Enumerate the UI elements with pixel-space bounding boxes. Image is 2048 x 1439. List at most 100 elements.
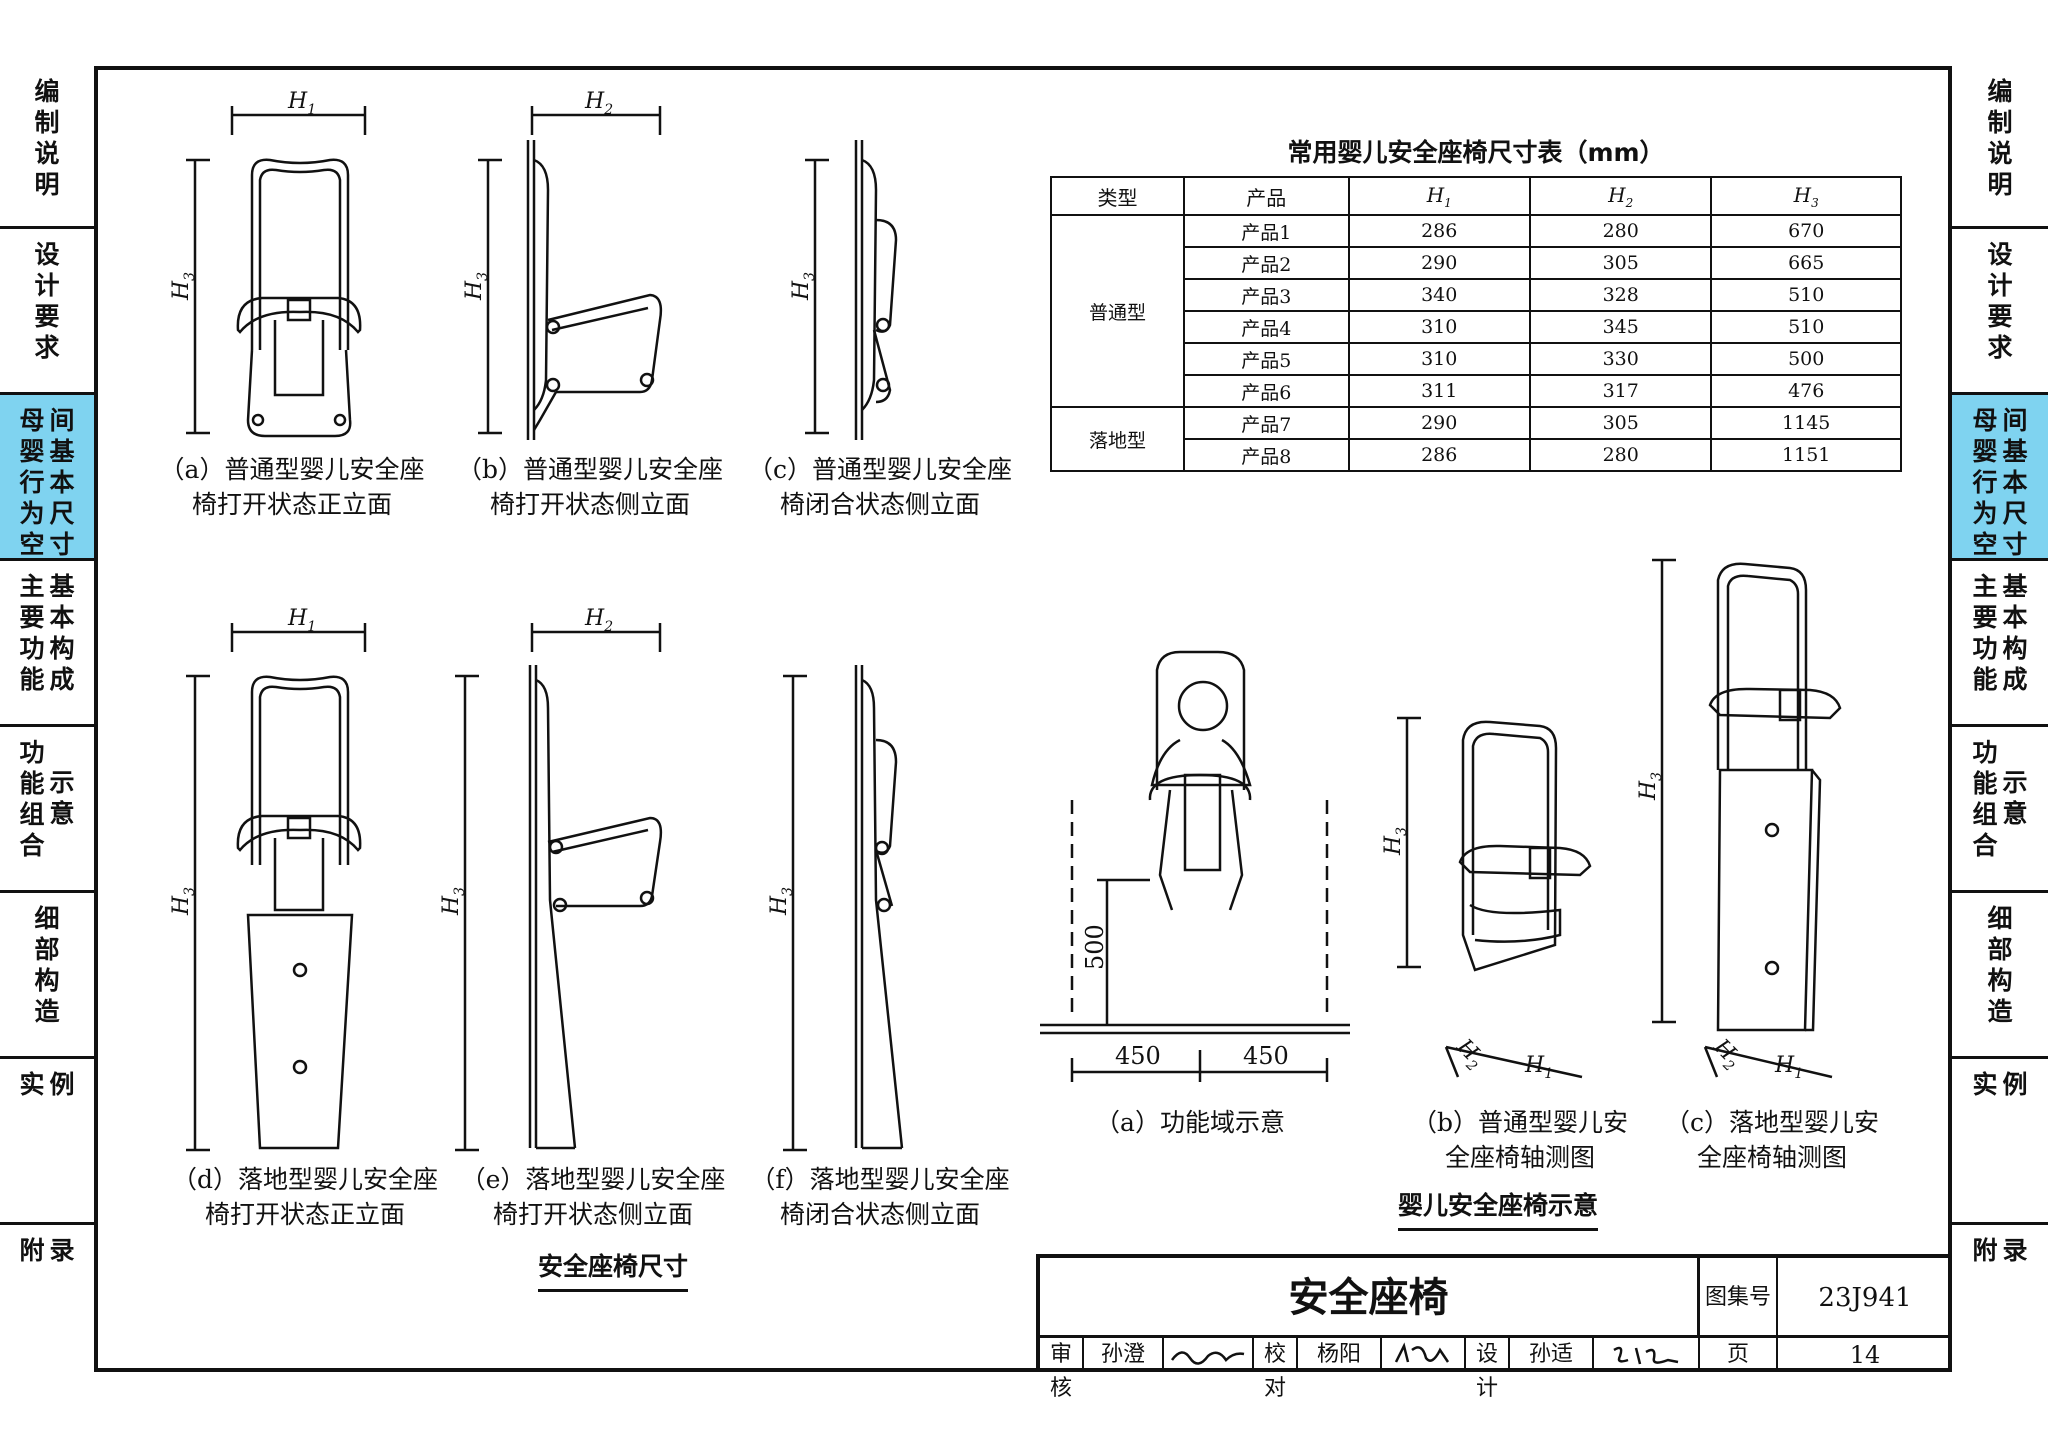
right-nav-tab-1[interactable]: 编制说明 xyxy=(1952,66,2048,229)
dim-h1-usage-c: H1 xyxy=(1774,1053,1803,1082)
table-cell: 286 xyxy=(1347,438,1531,472)
design-label: 设计 xyxy=(1466,1338,1510,1401)
table-cell: 产品2 xyxy=(1183,246,1350,280)
type-cell: 普通型 xyxy=(1049,214,1186,408)
table-cell: 1151 xyxy=(1710,438,1902,472)
elevation-e-side-floor-open xyxy=(455,623,663,1152)
left-nav-tab-label: 例 xyxy=(49,1070,75,1099)
usage-c-floor-axonometric xyxy=(1652,558,1842,1079)
right-nav-tab-label: 基本构成 xyxy=(2002,572,2028,694)
type-cell: 落地型 xyxy=(1049,406,1186,472)
left-nav: 编制说明设计要求母婴行为空间基本尺寸主要功能基本构成功能组合示意细部构造实例附录 xyxy=(0,66,94,1372)
reviewer-signature xyxy=(1164,1338,1254,1372)
left-nav-tab-label: 示意 xyxy=(49,768,75,828)
right-nav-tab-6[interactable]: 细部构造 xyxy=(1952,893,2048,1059)
left-nav-tab-2[interactable]: 设计要求 xyxy=(0,229,94,395)
table-cell: 290 xyxy=(1347,246,1531,280)
left-nav-tab-5[interactable]: 功能组合示意 xyxy=(0,727,94,893)
caption-f: （f）落地型婴儿安全座椅闭合状态侧立面 xyxy=(750,1165,1010,1229)
table-cell: 310 xyxy=(1347,342,1531,376)
table-cell: 670 xyxy=(1710,214,1902,248)
dim-h3-f: H3 xyxy=(767,887,796,916)
dim-h2-e: H2 xyxy=(584,606,613,635)
page-number: 14 xyxy=(1849,1341,1881,1369)
table-header: H3 xyxy=(1710,176,1902,216)
left-nav-tab-label: 编制说明 xyxy=(34,77,60,199)
right-nav-tab-2[interactable]: 设计要求 xyxy=(1952,229,2048,395)
elevation-b-side-open xyxy=(478,106,663,440)
elevation-f-side-floor-closed xyxy=(783,665,904,1152)
left-nav-tab-label: 录 xyxy=(49,1236,75,1265)
caption-b: （b）普通型婴儿安全座椅打开状态侧立面 xyxy=(456,455,723,519)
right-nav-tab-7[interactable]: 实例 xyxy=(1952,1059,2048,1225)
dim-450-left: 450 xyxy=(1115,1042,1161,1070)
usage-dimension-labels: 500 450 450 xyxy=(1081,924,1289,1070)
table-cell: 产品4 xyxy=(1183,310,1350,344)
table-cell: 290 xyxy=(1347,406,1531,440)
right-nav-tab-3[interactable]: 母婴行为空间基本尺寸 xyxy=(1952,395,2048,561)
left-nav-tab-4[interactable]: 主要功能基本构成 xyxy=(0,561,94,727)
caption-e: （e）落地型婴儿安全座椅打开状态侧立面 xyxy=(460,1165,726,1229)
dimension-labels: H1 H2 H1 H2 H3 H3 H3 H3 H3 H3 H3 H3 H2 H… xyxy=(169,89,1803,1082)
table-header: 产品 xyxy=(1183,176,1350,216)
drawing-frame xyxy=(94,66,1952,1372)
table-cell: 286 xyxy=(1347,214,1531,248)
left-nav-tab-label: 附 xyxy=(19,1236,45,1265)
left-nav-tab-label: 基本构成 xyxy=(49,572,75,694)
review-label: 审核 xyxy=(1040,1338,1084,1401)
table-cell: 产品7 xyxy=(1183,406,1350,440)
dim-h3-usage-b: H3 xyxy=(1381,827,1410,856)
right-nav-tab-label: 功能组合 xyxy=(1972,738,1998,860)
left-nav-tab-1[interactable]: 编制说明 xyxy=(0,66,94,229)
left-nav-tab-label: 功能组合 xyxy=(19,738,45,860)
left-nav-tab-label: 细部构造 xyxy=(34,904,60,1026)
right-nav-tab-5[interactable]: 功能组合示意 xyxy=(1952,727,2048,893)
table-cell: 1145 xyxy=(1710,406,1902,440)
section-title-seat-dimensions: 安全座椅尺寸 xyxy=(538,1247,689,1292)
usage-b-regular-axonometric xyxy=(1397,716,1592,1079)
dim-h1-a: H1 xyxy=(287,89,316,118)
dim-h2-b: H2 xyxy=(584,89,613,118)
check-label: 校对 xyxy=(1254,1338,1298,1401)
left-nav-tab-8[interactable]: 附录 xyxy=(0,1225,94,1372)
table-cell: 665 xyxy=(1710,246,1902,280)
right-nav: 编制说明设计要求母婴行为空间基本尺寸主要功能基本构成功能组合示意细部构造实例附录 xyxy=(1952,66,2048,1372)
right-nav-tab-8[interactable]: 附录 xyxy=(1952,1225,2048,1372)
table-title: 常用婴儿安全座椅尺寸表（mm） xyxy=(1287,138,1665,167)
right-nav-tab-label: 附 xyxy=(1972,1236,1998,1265)
left-nav-tab-3[interactable]: 母婴行为空间基本尺寸 xyxy=(0,395,94,561)
dim-h3-d: H3 xyxy=(169,887,198,916)
caption-c: （c）普通型婴儿安全座椅闭合状态侧立面 xyxy=(747,455,1012,519)
dim-h1-usage-b: H1 xyxy=(1524,1053,1553,1082)
atlas-number: 23J941 xyxy=(1778,1258,1952,1338)
usage-caption-b: （b）普通型婴儿安全座椅轴测图 xyxy=(1411,1108,1628,1172)
left-nav-tab-label: 设计要求 xyxy=(34,240,60,362)
designer-name: 孙适 xyxy=(1510,1338,1594,1372)
table-cell: 340 xyxy=(1347,278,1531,312)
table-cell: 476 xyxy=(1710,374,1902,408)
dim-h3-a: H3 xyxy=(169,272,198,301)
drawing-title: 安全座椅 xyxy=(1040,1258,1700,1338)
usage-a-function-zone xyxy=(1040,650,1350,1082)
table-cell: 310 xyxy=(1347,310,1531,344)
left-nav-tab-label: 主要功能 xyxy=(19,572,45,694)
right-nav-tab-label: 间基本尺寸 xyxy=(2002,406,2028,559)
usage-caption-a: （a）功能域示意 xyxy=(1095,1108,1285,1137)
right-nav-tab-label: 例 xyxy=(2002,1070,2028,1099)
left-nav-tab-7[interactable]: 实例 xyxy=(0,1059,94,1225)
left-nav-tab-6[interactable]: 细部构造 xyxy=(0,893,94,1059)
table-cell: 305 xyxy=(1528,406,1713,440)
caption-a: （a）普通型婴儿安全座椅打开状态正立面 xyxy=(159,455,425,519)
atlas-label: 图集号 xyxy=(1700,1258,1778,1338)
table-cell: 280 xyxy=(1528,214,1713,248)
right-nav-tab-label: 设计要求 xyxy=(1987,240,2013,362)
left-nav-tab-label: 母婴行为空 xyxy=(19,406,45,559)
right-nav-tab-4[interactable]: 主要功能基本构成 xyxy=(1952,561,2048,727)
left-nav-tab-label: 实 xyxy=(19,1070,45,1099)
